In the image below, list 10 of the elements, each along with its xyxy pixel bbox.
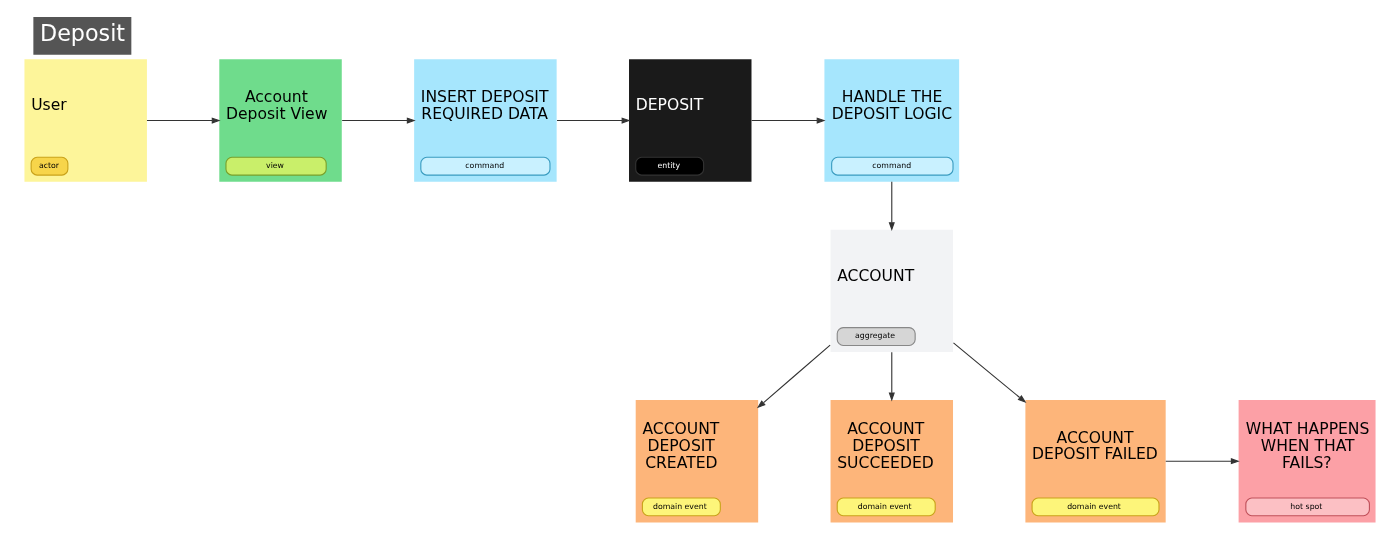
diagram-title: Deposit (40, 20, 126, 47)
arrow (952, 342, 1027, 404)
arrow (888, 181, 895, 232)
arrow (888, 351, 895, 402)
arrow (146, 117, 221, 124)
arrow (756, 344, 831, 409)
arrow (341, 117, 416, 124)
arrow (1165, 458, 1240, 465)
arrow (751, 117, 826, 124)
arrow (556, 117, 631, 124)
